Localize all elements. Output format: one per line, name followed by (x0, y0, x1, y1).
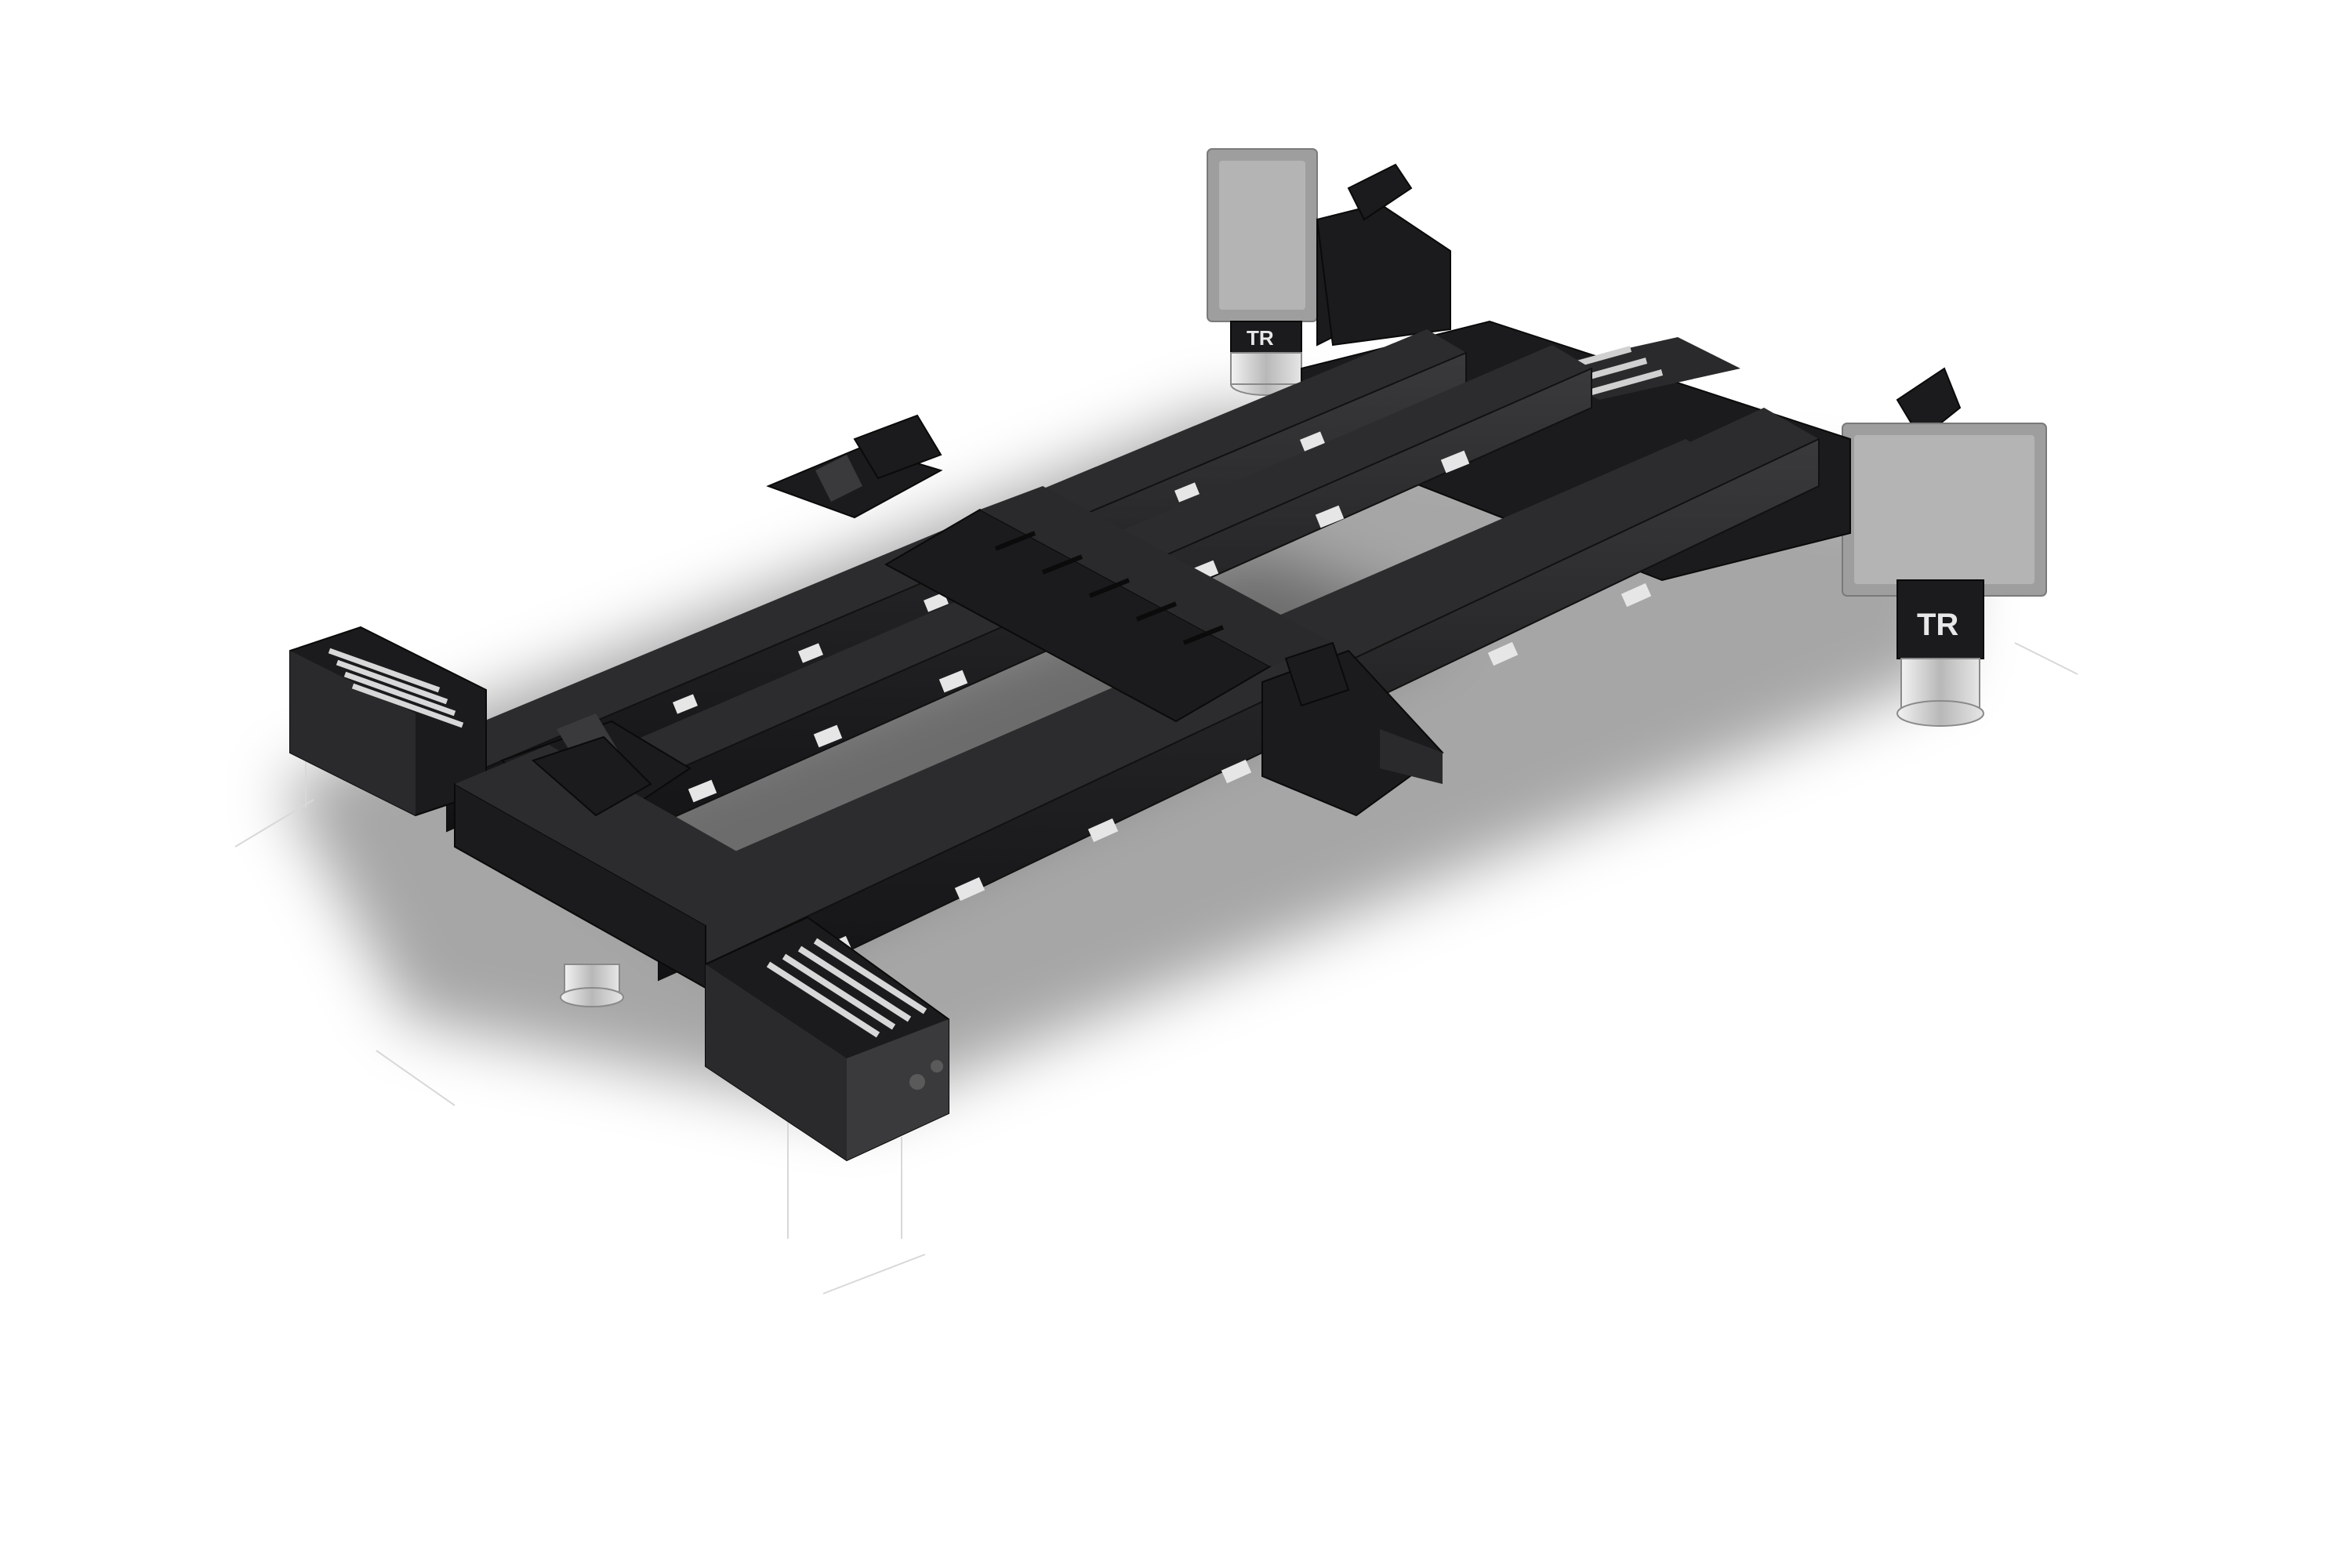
middle-cross-plate (884, 486, 1333, 723)
middle-right-bracket (1261, 641, 1444, 817)
cross-plate-slots (994, 531, 1225, 645)
front-right-end-block (705, 916, 949, 1162)
front-left-vents (328, 648, 464, 728)
brand-logo-rear-left: TR (1247, 326, 1274, 350)
front-foot (560, 964, 624, 1007)
rear-right-actuator: TR (1842, 367, 2047, 727)
floor-guide-lines (234, 642, 2078, 1294)
front-right-bracket (532, 735, 652, 817)
middle-left-bracket (766, 414, 943, 519)
brand-logo-rear-right: TR (1917, 608, 1958, 642)
front-right-vents (766, 938, 927, 1038)
rear-left-bracket (1316, 163, 1451, 347)
